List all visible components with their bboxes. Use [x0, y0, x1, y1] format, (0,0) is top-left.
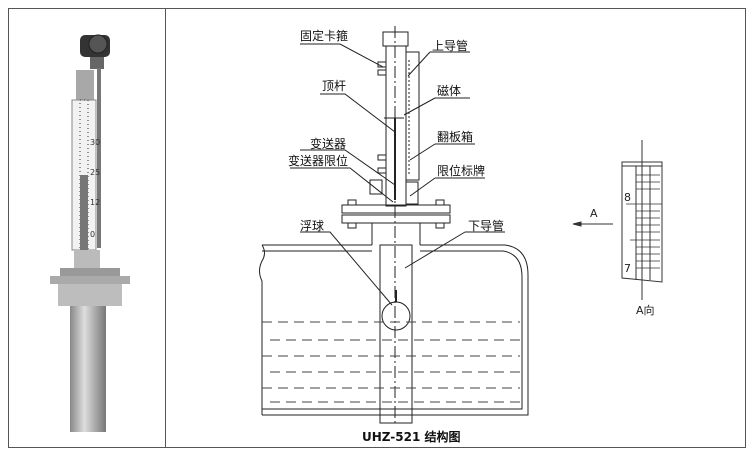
photo-scale-12: 12 [90, 198, 100, 207]
label-limit-plate: 限位标牌 [437, 163, 485, 178]
label-float-ball: 浮球 [300, 219, 324, 233]
photo-scale-30: 30 [90, 138, 100, 147]
label-upper-pipe: 上导管 [432, 38, 468, 53]
photo-scale-25: 25 [90, 168, 100, 177]
label-clamp: 固定卡箍 [300, 28, 348, 43]
label-magnet: 磁体 [437, 83, 461, 98]
label-lower-pipe: 下导管 [468, 218, 504, 233]
panel-divider [165, 8, 166, 448]
label-flap-box: 翻板箱 [437, 129, 473, 144]
label-push-rod: 顶杆 [322, 79, 346, 93]
photo-scale-0: 0 [90, 230, 95, 239]
view-a-arrow-label: A [590, 207, 598, 220]
view-a-mark-8: 8 [624, 191, 631, 204]
label-transmitter-limit: 变送器限位 [288, 153, 348, 168]
view-a-mark-7: 7 [624, 262, 631, 275]
figure-frame [8, 8, 746, 448]
product-photo: 30 25 12 0 [50, 34, 130, 432]
figure-caption: UHZ-521 结构图 [362, 430, 461, 444]
view-a-label: A向 [636, 303, 655, 317]
structure-drawing [259, 26, 529, 425]
view-a-detail [572, 140, 663, 300]
label-transmitter: 变送器 [310, 136, 346, 151]
